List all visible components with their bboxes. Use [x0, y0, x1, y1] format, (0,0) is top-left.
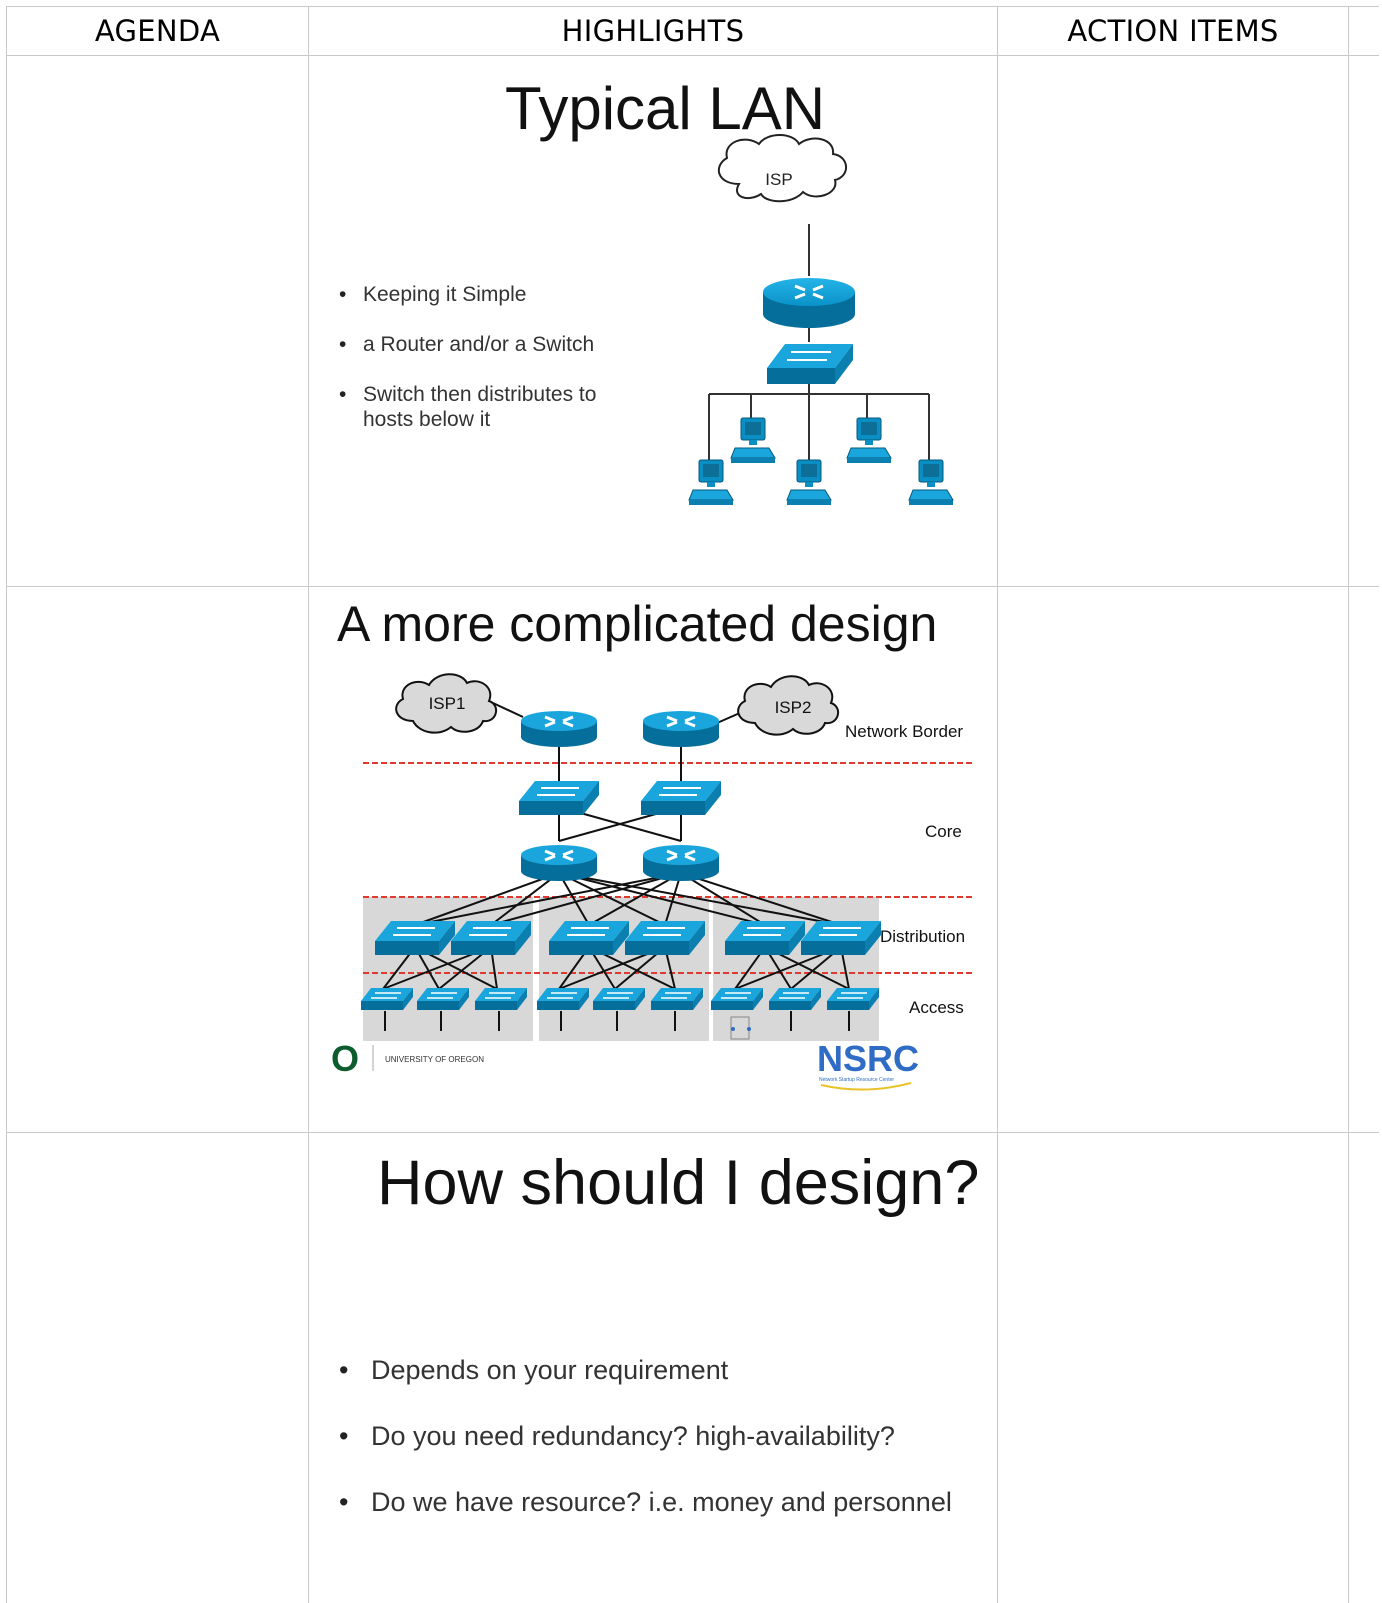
isp-cloud-icon: ISP: [717, 134, 847, 203]
distribution-switch-icon: [374, 920, 456, 956]
bullet-list: Keeping it Simple a Router and/or a Swit…: [339, 282, 596, 432]
header-agenda: AGENDA: [94, 14, 221, 48]
distribution-switch-icon: [724, 920, 806, 956]
row-divider-2: [6, 1132, 1379, 1133]
access-switch-icon: [474, 987, 528, 1011]
svg-text:NSRC: NSRC: [817, 1038, 919, 1079]
computer-icon: [908, 459, 954, 506]
hierarchical-network-diagram: ISP1 ISP2: [331, 673, 973, 1091]
lan-diagram: ISP: [688, 134, 954, 506]
label-distribution: Distribution: [880, 927, 965, 946]
isp1-cloud-icon: ISP1: [395, 673, 498, 734]
slide-title: A more complicated design: [337, 596, 938, 652]
header-divider: [6, 55, 1379, 56]
host-links: [708, 384, 930, 470]
slide-typical-lan: Typical LAN Keeping it Simple a Router a…: [309, 56, 997, 586]
svg-text:O: O: [331, 1038, 359, 1079]
agenda-cell-3[interactable]: [7, 1133, 308, 1603]
isp-label: ISP: [765, 170, 792, 189]
table-border-right: [1348, 6, 1349, 1603]
distribution-switch-icon: [624, 920, 706, 956]
bullet-item: a Router and/or a Switch: [339, 332, 596, 357]
switch-icon: [767, 344, 853, 384]
label-access: Access: [909, 998, 964, 1017]
column-divider-2: [997, 6, 998, 1603]
access-switch-icon: [360, 987, 414, 1011]
isp2-label: ISP2: [775, 698, 812, 717]
computer-icon: [730, 417, 776, 464]
bullet-item: Do we have resource? i.e. money and pers…: [339, 1485, 952, 1519]
nsrc-logo: NSRC Network Startup Resource Center: [817, 1038, 919, 1091]
border-router-icon: [519, 709, 599, 749]
slide-title: Typical LAN: [505, 75, 826, 142]
action-items-cell-2[interactable]: [998, 587, 1348, 1132]
computer-icon: [786, 459, 832, 506]
action-items-cell-1[interactable]: [998, 56, 1348, 586]
svg-text:Network Startup Resource Cente: Network Startup Resource Center: [819, 1077, 894, 1083]
bullet-item: Keeping it Simple: [339, 282, 596, 307]
core-router-icon: [519, 843, 599, 883]
access-switch-icon: [416, 987, 470, 1011]
computer-icon: [688, 459, 734, 506]
isp1-label: ISP1: [429, 694, 466, 713]
access-switch-icon: [650, 987, 704, 1011]
agenda-cell-2[interactable]: [7, 587, 308, 1132]
core-switch-icon: [640, 780, 722, 816]
slide-title: How should I design?: [377, 1148, 980, 1218]
column-divider-1: [308, 6, 309, 1603]
isp2-cloud-icon: ISP2: [737, 675, 840, 736]
bullet-list: Depends on your requirement Do you need …: [339, 1353, 952, 1519]
distribution-switch-icon: [450, 920, 532, 956]
table-border-top: [6, 6, 1379, 7]
access-switch-icon: [710, 987, 764, 1011]
access-switch-icon: [592, 987, 646, 1011]
router-icon: [763, 278, 855, 328]
table-border-left: [6, 6, 7, 1603]
computer-icon: [846, 417, 892, 464]
svg-text:UNIVERSITY OF OREGON: UNIVERSITY OF OREGON: [385, 1055, 484, 1064]
bullet-item: Do you need redundancy? high-availabilit…: [339, 1419, 952, 1453]
access-switch-icon: [826, 987, 880, 1011]
slide-complicated-design: A more complicated design: [309, 587, 997, 1132]
access-switch-icon: [536, 987, 590, 1011]
core-router-icon: [641, 843, 721, 883]
agenda-cell-1[interactable]: [7, 56, 308, 586]
bullet-item: Depends on your requirement: [339, 1353, 952, 1387]
core-switch-icon: [518, 780, 600, 816]
label-network-border: Network Border: [845, 722, 963, 741]
slide-how-should-i-design: How should I design? Depends on your req…: [309, 1133, 997, 1603]
action-items-cell-3[interactable]: [998, 1133, 1348, 1603]
header-highlights: HIGHLIGHTS: [561, 14, 745, 48]
access-switch-icon: [768, 987, 822, 1011]
row-divider-1: [6, 586, 1379, 587]
header-action-items: ACTION ITEMS: [1067, 14, 1279, 48]
border-router-icon: [641, 709, 721, 749]
distribution-switch-icon: [800, 920, 882, 956]
distribution-switch-icon: [548, 920, 630, 956]
label-core: Core: [925, 822, 962, 841]
zone-block: [539, 897, 709, 1041]
university-of-oregon-logo: O UNIVERSITY OF OREGON: [331, 1038, 484, 1079]
